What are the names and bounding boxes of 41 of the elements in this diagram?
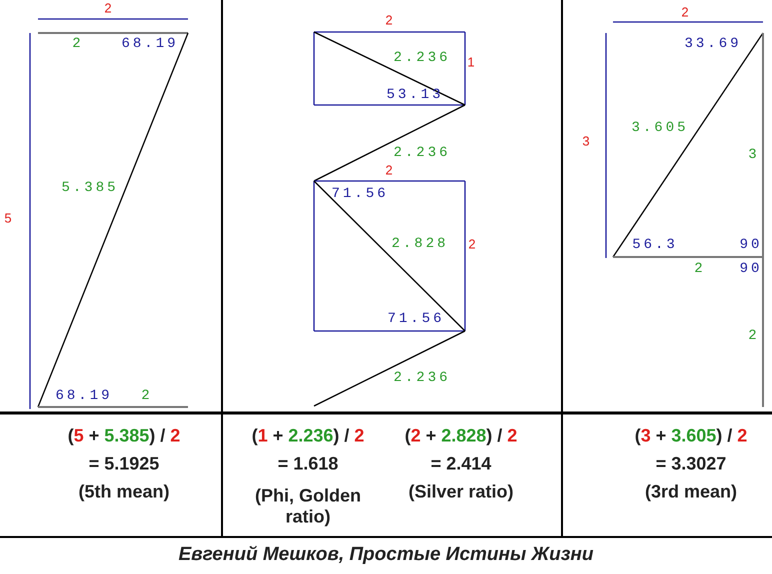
caption-text: Евгений Мешков, Простые Истины Жизни xyxy=(177,544,595,566)
ratio-name: (Phi, Golden ratio) xyxy=(254,485,362,527)
length-label: 2.828 xyxy=(392,236,448,252)
dimension-label: 3 xyxy=(582,134,590,150)
angle-label: 90 xyxy=(740,260,762,278)
dimension-label: 1 xyxy=(467,56,475,70)
angle-label: 71.56 xyxy=(388,310,444,328)
dimension-label: 2 xyxy=(385,164,393,178)
length-label: 5.385 xyxy=(62,180,118,196)
result-text: = 1.618 xyxy=(278,454,338,474)
length-label: 2 xyxy=(72,36,84,52)
length-label: 2.236 xyxy=(394,144,450,162)
formula-text: (5 + 5.385) / 2 xyxy=(68,426,180,446)
length-label: 2.236 xyxy=(394,50,450,66)
dimension-label: 5 xyxy=(4,212,12,226)
formula-text: (1 + 2.236) / 2 xyxy=(252,426,364,446)
angle-label: 90 xyxy=(740,236,762,254)
angle-label: 71.56 xyxy=(332,186,388,202)
length-label: 2 xyxy=(748,328,760,344)
ratio-name: (5th mean) xyxy=(78,482,170,502)
result-text: = 3.3027 xyxy=(656,454,726,474)
length-label: 2 xyxy=(141,388,153,404)
result-text: = 5.1925 xyxy=(88,454,160,474)
result-text: = 2.414 xyxy=(430,454,492,474)
length-label: 3 xyxy=(748,146,760,164)
dimension-label: 2 xyxy=(104,2,112,16)
ratio-name: (3rd mean) xyxy=(644,482,738,502)
angle-label: 33.69 xyxy=(684,36,742,52)
angle-label: 53.13 xyxy=(386,86,444,104)
angle-label: 56.3 xyxy=(632,236,678,254)
dimension-label: 2 xyxy=(468,238,476,252)
formula-text: (3 + 3.605) / 2 xyxy=(634,426,748,446)
length-label: 2.236 xyxy=(394,370,450,386)
ratio-name: (Silver ratio) xyxy=(408,482,514,502)
angle-label: 68.19 xyxy=(122,36,178,52)
length-label: 2 xyxy=(694,260,706,278)
formula-text: (2 + 2.828) / 2 xyxy=(404,426,518,446)
length-label: 3.605 xyxy=(632,120,688,136)
dimension-label: 2 xyxy=(385,14,393,28)
angle-label: 68.19 xyxy=(56,388,112,404)
dimension-label: 2 xyxy=(681,6,689,20)
